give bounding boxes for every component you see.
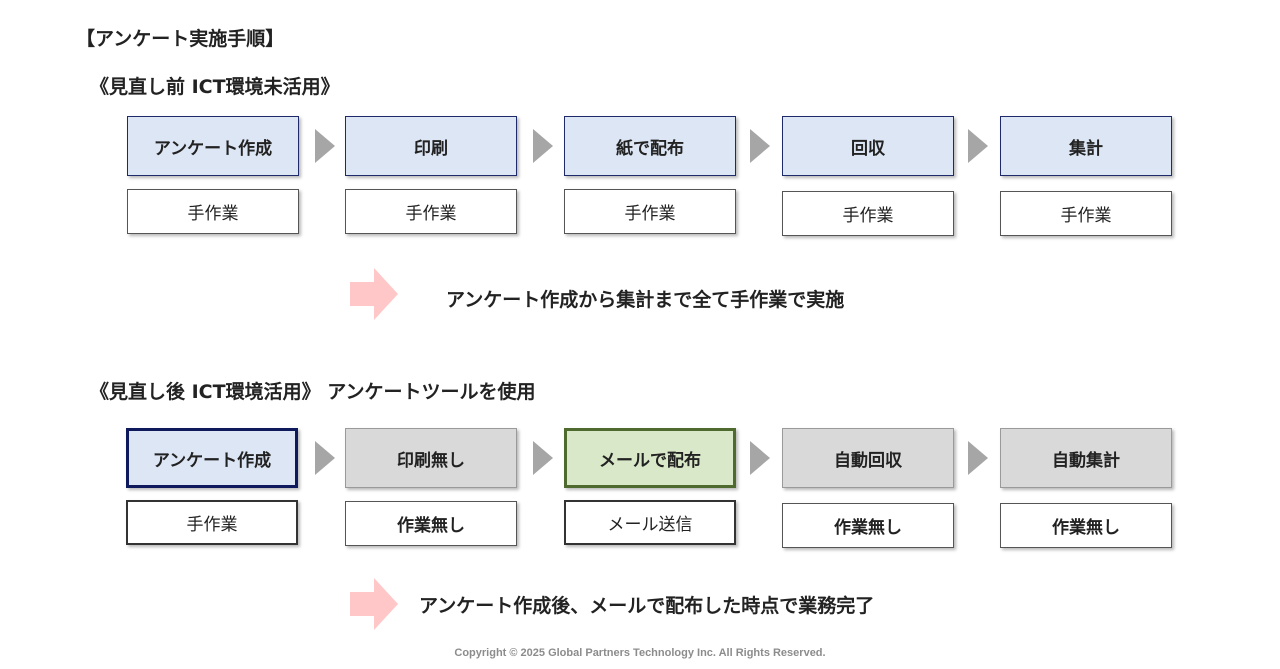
after-heading: 《見直し後 ICT環境活用》 アンケートツールを使用 — [90, 381, 536, 403]
after-summary: アンケート作成後、メールで配布した時点で業務完了 — [419, 595, 875, 617]
result-arrow-icon — [350, 578, 398, 630]
flow-arrow-icon — [533, 129, 553, 163]
flow-arrow-icon — [533, 441, 553, 475]
before-method-distribute: 手作業 — [564, 189, 736, 234]
after-step-aggregate: 自動集計 — [1000, 428, 1172, 488]
before-step-distribute: 紙で配布 — [564, 116, 736, 176]
after-method-distribute: メール送信 — [564, 500, 736, 545]
flow-arrow-icon — [315, 441, 335, 475]
after-step-distribute: メールで配布 — [564, 428, 736, 488]
after-method-collect: 作業無し — [782, 503, 954, 548]
before-method-create: 手作業 — [127, 189, 299, 234]
after-method-aggregate: 作業無し — [1000, 503, 1172, 548]
page-title: 【アンケート実施手順】 — [76, 28, 285, 50]
after-step-print: 印刷無し — [345, 428, 517, 488]
result-arrow-icon — [350, 268, 398, 320]
after-method-print: 作業無し — [345, 501, 517, 546]
flow-arrow-icon — [968, 441, 988, 475]
before-step-collect: 回収 — [782, 116, 954, 176]
flow-arrow-icon — [750, 441, 770, 475]
after-method-create: 手作業 — [126, 500, 298, 545]
flow-arrow-icon — [315, 129, 335, 163]
before-step-aggregate: 集計 — [1000, 116, 1172, 176]
before-summary: アンケート作成から集計まで全て手作業で実施 — [446, 289, 845, 311]
after-step-collect: 自動回収 — [782, 428, 954, 488]
flow-arrow-icon — [750, 129, 770, 163]
before-method-print: 手作業 — [345, 189, 517, 234]
before-method-collect: 手作業 — [782, 191, 954, 236]
after-step-create: アンケート作成 — [126, 428, 298, 488]
flow-arrow-icon — [968, 129, 988, 163]
before-method-aggregate: 手作業 — [1000, 191, 1172, 236]
before-heading: 《見直し前 ICT環境未活用》 — [90, 76, 340, 98]
copyright: Copyright © 2025 Global Partners Technol… — [454, 647, 826, 659]
before-step-print: 印刷 — [345, 116, 517, 176]
before-step-create: アンケート作成 — [127, 116, 299, 176]
